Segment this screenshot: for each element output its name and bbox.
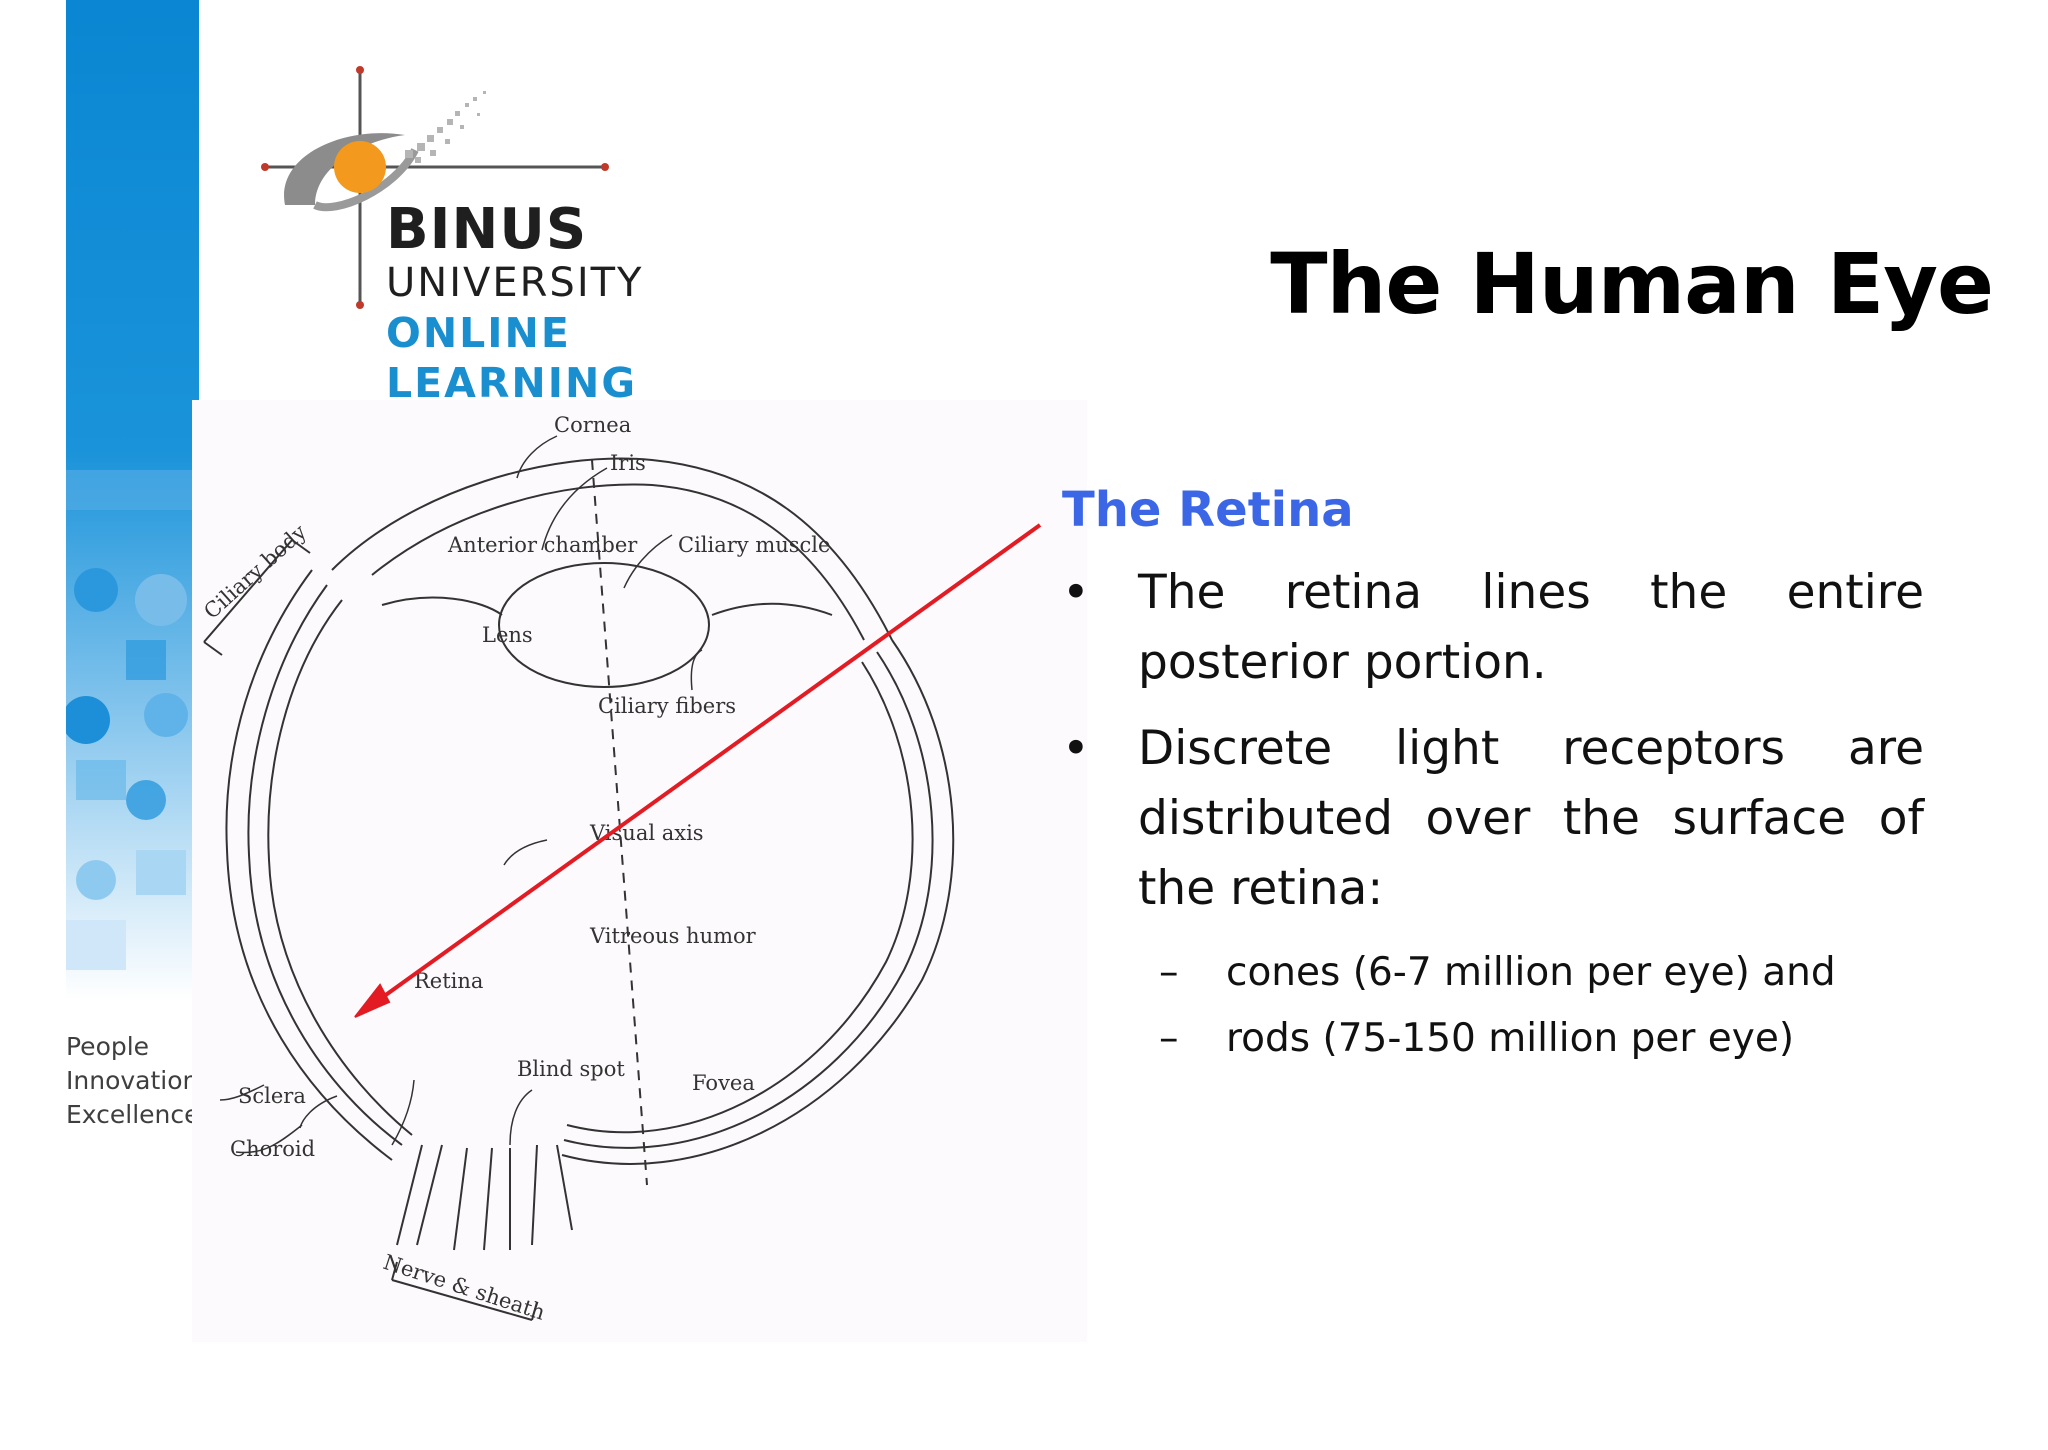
slide-title: The Human Eye (1270, 235, 1994, 333)
bullet-text: Discrete light receptors are distributed… (1138, 721, 1924, 916)
sub-bullet-text: rods (75-150 million per eye) (1226, 1016, 1795, 1061)
tagline-line: Excellence (66, 1100, 200, 1129)
label-anterior-chamber: Anterior chamber (447, 533, 638, 557)
retina-section: The Retina • The retina lines the entire … (1062, 480, 1924, 1072)
bullet-item: • Discrete light receptors are distribute… (1062, 714, 1924, 924)
logo-learning: LEARNING (386, 359, 637, 407)
logo-university: UNIVERSITY (386, 260, 644, 306)
binus-logo-graphic (261, 66, 609, 309)
sub-bullet-dash: – (1159, 950, 1179, 995)
label-blind-spot: Blind spot (517, 1057, 625, 1081)
side-decor-strip (66, 0, 199, 1000)
tagline-line: Innovation (66, 1066, 199, 1095)
sub-bullet-text: cones (6-7 million per eye) and (1226, 950, 1836, 995)
label-vitreous-humor: Vitreous humor (589, 924, 757, 948)
eye-diagram: Cornea Iris Ciliary body Anterior chambe… (192, 400, 1087, 1342)
retina-pointer-line (360, 523, 1042, 1014)
bullet-dot: • (1062, 565, 1090, 620)
label-choroid: Choroid (230, 1137, 315, 1161)
sub-bullet-list: – cones (6-7 million per eye) and – rods (… (1062, 940, 1924, 1072)
bullet-item: • The retina lines the entire posterior p… (1062, 558, 1924, 698)
bullet-list: • The retina lines the entire posterior p… (1062, 558, 1924, 924)
logo-online: ONLINE (386, 309, 571, 357)
sclera-outline (225, 569, 393, 1161)
label-lens: Lens (482, 623, 533, 647)
label-sclera: Sclera (238, 1084, 306, 1108)
label-ciliary-fibers: Ciliary fibers (598, 694, 736, 718)
binus-logo-text: BINUS UNIVERSITY ONLINE LEARNING (386, 202, 643, 408)
label-retina: Retina (414, 969, 483, 993)
label-visual-axis: Visual axis (589, 821, 704, 845)
tagline: People Innovation Excellence (66, 1030, 200, 1132)
bullet-text: The retina lines the entire posterior po… (1138, 565, 1924, 690)
label-cornea: Cornea (554, 413, 631, 437)
lens-shape (498, 562, 710, 688)
bullet-dot: • (1062, 721, 1090, 776)
sub-bullet-dash: – (1159, 1016, 1179, 1061)
sub-bullet-item: – rods (75-150 million per eye) (1062, 1006, 1924, 1072)
label-fovea: Fovea (692, 1071, 755, 1095)
label-ciliary-muscle: Ciliary muscle (678, 533, 830, 557)
tagline-line: People (66, 1032, 150, 1061)
section-heading: The Retina (1062, 482, 1354, 538)
sub-bullet-item: – cones (6-7 million per eye) and (1062, 940, 1924, 1006)
logo-binus: BINUS (386, 197, 588, 262)
retina-pointer-arrowhead (354, 983, 391, 1018)
label-iris: Iris (610, 451, 646, 475)
